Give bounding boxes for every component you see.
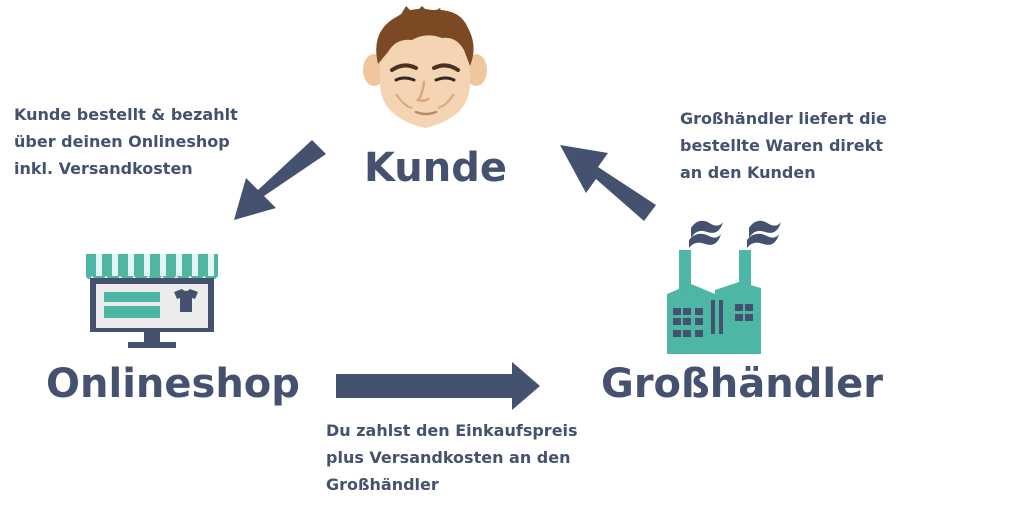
customer-title: Kunde (364, 145, 508, 191)
caption-line: bestellte Waren direkt (680, 136, 883, 155)
caption-line: Großhändler (326, 475, 439, 494)
arrow-customer-to-shop (234, 140, 326, 220)
caption-line: Kunde bestellt & bezahlt (14, 105, 238, 124)
caption-line: Großhändler liefert die (680, 109, 887, 128)
caption-line: über deinen Onlineshop (14, 132, 230, 151)
caption-customer-to-shop: Kunde bestellt & bezahlt über deinen Onl… (14, 101, 238, 182)
caption-wholesaler-to-customer: Großhändler liefert die bestellte Waren … (680, 105, 887, 186)
shop-monitor-icon (86, 254, 218, 348)
arrow-shop-to-wholesaler (336, 362, 540, 410)
arrow-wholesaler-to-customer (560, 145, 656, 221)
caption-line: plus Versandkosten an den (326, 448, 571, 467)
caption-line: Du zahlst den Einkaufspreis (326, 421, 578, 440)
customer-face-icon (363, 6, 487, 128)
onlineshop-title: Onlineshop (46, 361, 300, 407)
caption-line: inkl. Versandkosten (14, 159, 193, 178)
wholesaler-title: Großhändler (601, 361, 883, 407)
caption-shop-to-wholesaler: Du zahlst den Einkaufspreis plus Versand… (326, 417, 578, 498)
factory-icon (667, 220, 781, 354)
caption-line: an den Kunden (680, 163, 816, 182)
